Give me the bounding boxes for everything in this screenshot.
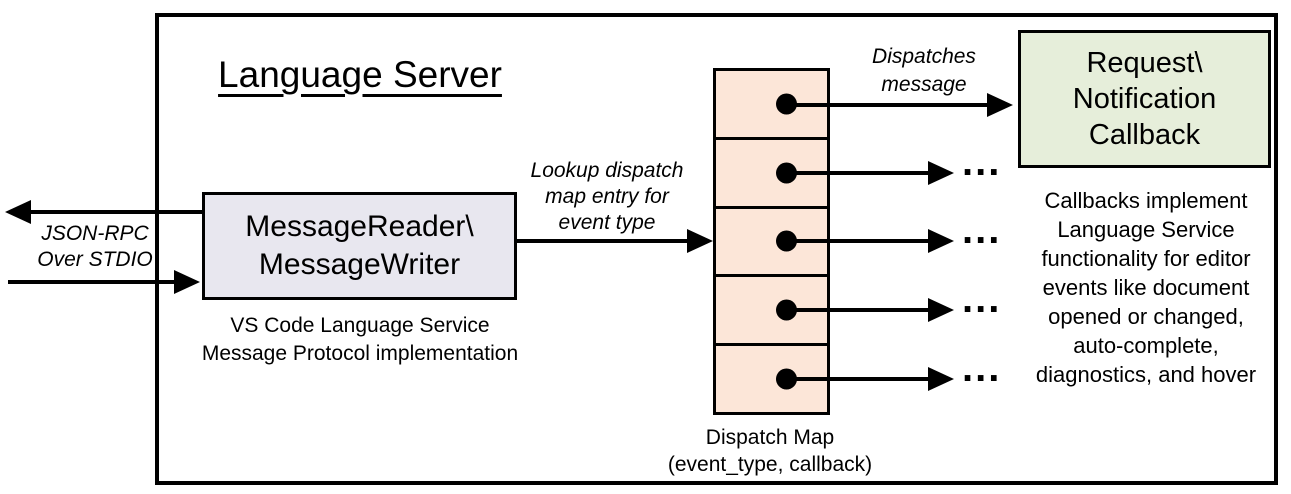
message-reader-writer-label: MessageReader\ MessageWriter [245,210,474,281]
callback-arrow-line [787,377,930,381]
more-callbacks-ellipsis: ... [962,277,1002,321]
dispatch-map-caption: Dispatch Map (event_type, callback) [667,426,873,476]
request-notification-callback-box: Request\ Notification Callback [1018,30,1271,168]
callbacks-note: Callbacks implement Language Service fun… [1035,188,1257,387]
map-entry-dot-icon [776,230,797,252]
stdio-in-arrowhead-right-icon [174,270,200,294]
request-notification-callback-label: Request\ Notification Callback [1072,47,1217,151]
lookup-arrow-label: Lookup dispatch map entry for event type [530,159,684,234]
map-entry-dot-icon [776,162,797,184]
dispatch-arrow-label: Dispatches message [872,45,976,96]
dispatch-map-cell [716,277,827,347]
dispatch-map-cell [716,71,827,140]
callback-arrowhead-icon [928,161,954,185]
map-entry-dot-icon [776,368,797,390]
callback-arrow-line [787,308,930,312]
callback-arrowhead-icon [928,298,954,322]
message-box-caption: VS Code Language Service Message Protoco… [201,314,519,365]
lookup-arrow-line [517,239,689,243]
more-callbacks-ellipsis: ... [962,208,1002,252]
stdio-in-arrow-line [8,280,176,284]
dispatch-map-cell [716,140,827,209]
map-entry-dot-icon [776,299,797,321]
more-callbacks-ellipsis: ... [962,346,1002,390]
callback-arrow-line [787,239,930,243]
map-entry-dot-icon [776,93,797,115]
dispatch-arrow-line [787,103,989,107]
message-reader-writer-box: MessageReader\ MessageWriter [202,192,517,300]
stdio-out-arrow-line [30,210,202,214]
stdio-out-arrowhead-left-icon [5,200,31,224]
stdio-channel-label: JSON-RPC Over STDIO [37,222,153,271]
dispatch-map-cell [716,346,827,412]
callback-arrowhead-icon [928,367,954,391]
lookup-arrowhead-icon [687,229,713,253]
dispatch-map-cell [716,209,827,278]
diagram-title: Language Server [218,54,502,95]
callback-arrowhead-icon [928,229,954,253]
callback-arrow-line [787,171,930,175]
dispatch-arrowhead-icon [987,93,1013,117]
language-server-boundary-box [155,13,1278,485]
more-callbacks-ellipsis: ... [962,140,1002,184]
